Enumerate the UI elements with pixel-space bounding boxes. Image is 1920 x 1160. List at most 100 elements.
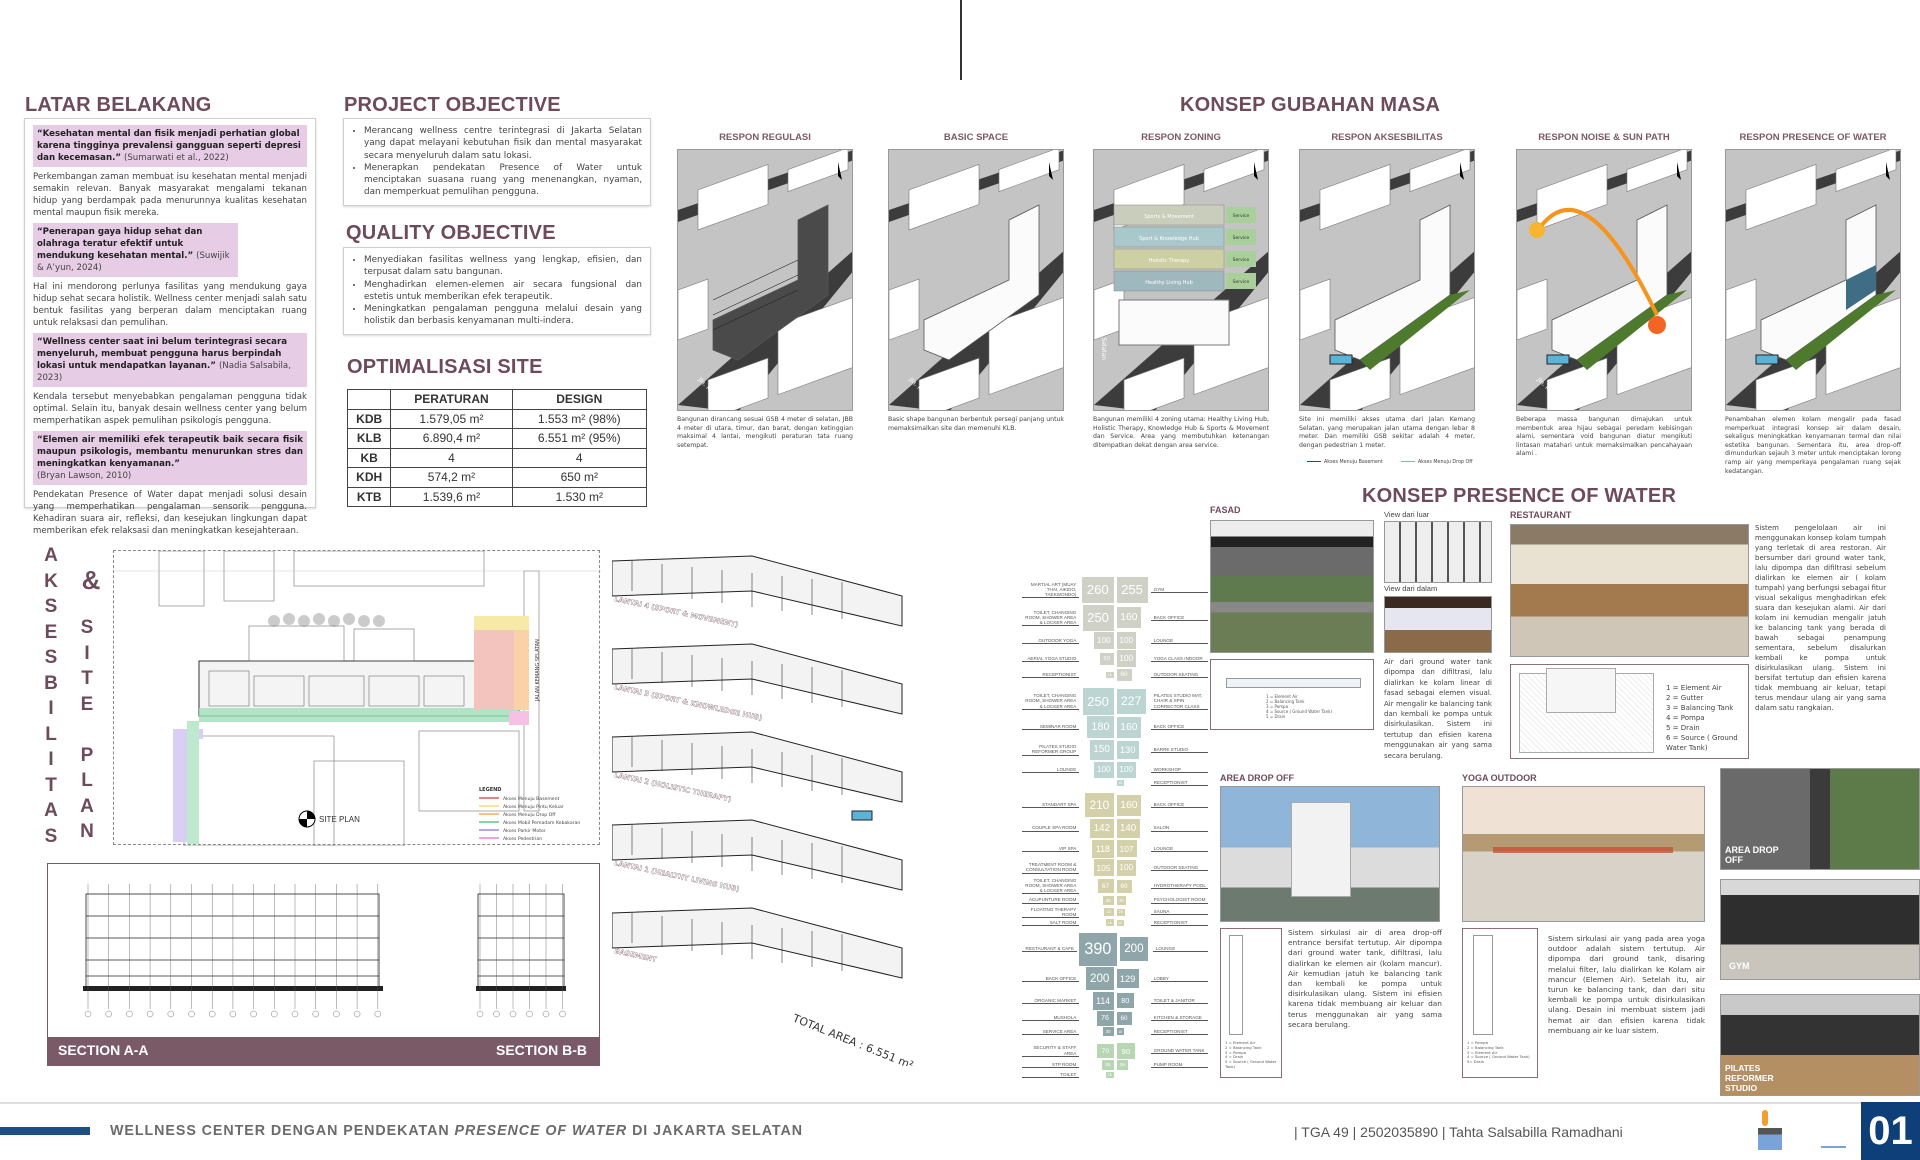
quote-cite: (Suwijik & A’yun, 2024) — [37, 251, 230, 273]
room-area-box: 35 — [1116, 1060, 1129, 1071]
diagram-legend-item: 1 = Element Air — [1225, 1040, 1256, 1045]
grid-bubble — [105, 1010, 112, 1018]
objective-item: Menerapkan pendekatan Presence of Water … — [364, 162, 642, 199]
room-box-wrap: 129 — [1115, 969, 1151, 989]
legend-item: Akses Menuju Basement — [1307, 460, 1383, 465]
massing-panel — [1299, 149, 1475, 411]
room-box-wrap: 107 — [1115, 840, 1151, 858]
quote-1: “Kesehatan mental dan fisik menjadi perh… — [33, 125, 307, 167]
sun-path-arrow — [1540, 207, 1659, 316]
room-box-wrap: 160 — [1115, 607, 1151, 629]
room-label: OUTDOOR SEATING — [1150, 672, 1208, 679]
legend-label: Akses Parkir Motor — [503, 828, 546, 834]
room-label: BACK OFFICE — [1150, 802, 1208, 809]
logo-underline — [1821, 1146, 1846, 1148]
room-area-box: 50 — [1099, 652, 1114, 665]
site-plan-drawing: JALAN KEMANG SELATAN SITE PLAN LEGEND Ak… — [114, 550, 601, 847]
view-luar-render — [1384, 521, 1492, 583]
room-area-box: 15 — [1105, 1071, 1114, 1079]
room-label: GYM — [1150, 587, 1208, 593]
floor-label: LANTAI 4 (SPORT & MOVEMENT) — [614, 595, 739, 629]
grid-bubble — [84, 1010, 92, 1018]
pool — [1546, 354, 1570, 365]
floor-slab — [611, 907, 903, 979]
room-area-box: 30 — [1102, 1027, 1114, 1037]
north-arrow-icon — [1886, 162, 1890, 180]
footer-title-part: DI JAKARTA SELATAN — [627, 1122, 804, 1139]
room-area-box: 160 — [1116, 607, 1142, 629]
view-luar-label: View dari luar — [1384, 510, 1430, 519]
room-area-box: 15 — [1116, 779, 1125, 787]
room-box-wrap: 15 — [1115, 1028, 1151, 1035]
title-letter: P — [80, 744, 94, 766]
room-area-box: 100 — [1116, 650, 1136, 668]
quality-objective-title: QUALITY OBJECTIVE — [346, 222, 556, 244]
legend-label: Akses Menuju Basement — [503, 796, 560, 802]
photo-dropoff: AREA DROP OFF — [1720, 768, 1920, 870]
service-label: Service — [1233, 279, 1250, 285]
exploded-axonometric: LANTAI 4 (SPORT & MOVEMENT)LANTAI 3 (SPO… — [611, 551, 1002, 1072]
room-label: TREATMENT ROOM & CONSULTATION ROOM — [1022, 862, 1080, 874]
room-box-wrap: 227 — [1115, 688, 1151, 714]
diagram-legend-item: 4 = Pompa — [1666, 714, 1705, 722]
room-label: LOUNGE — [1150, 638, 1208, 644]
room-box-wrap: 160 — [1115, 794, 1151, 816]
diagram-legend-item: 3 = Balancing Tank — [1666, 704, 1734, 712]
quality-objective-box: Menyediakan fasilitas wellness yang leng… — [343, 247, 651, 335]
diagram-legend-item: 4 = Source ( Ground Water Tank) — [1467, 1054, 1530, 1060]
room-area-box: 30 — [1102, 895, 1114, 905]
panel-title: RESPON AKSESBILITAS — [1331, 132, 1443, 143]
room-area-box: 67 — [1097, 879, 1114, 893]
room-box-wrap: 35 — [1079, 1060, 1115, 1071]
room-label: BACK OFFICE — [1150, 724, 1208, 731]
room-box-wrap: 250 — [1079, 604, 1115, 631]
zone-block — [1113, 248, 1225, 270]
arrow-icon — [1400, 460, 1415, 463]
room-box-wrap: 140 — [1115, 818, 1151, 839]
room-label: GROUND WATER TANK — [1150, 1048, 1208, 1055]
room-area-box: 15 — [1105, 919, 1114, 926]
legend-label: Akses Menuju Drop Off — [1417, 460, 1473, 465]
room-box-wrap: 142 — [1079, 818, 1115, 839]
floor-label: LANTAI 2 (HOLISTIC THERAPY) — [614, 771, 732, 804]
room-area-box: 200 — [1120, 937, 1148, 961]
room-box-wrap: 200 — [1119, 937, 1153, 961]
grid-bubble — [229, 1010, 237, 1018]
room-area-box: 118 — [1092, 839, 1114, 858]
room-label: BARRE STUDIO — [1150, 747, 1208, 754]
room-label: BACK OFFICE — [1150, 615, 1208, 621]
room-box-wrap: 90 — [1115, 1043, 1151, 1059]
floor-label: BASEMENT — [614, 947, 658, 964]
massing-panel: Jln. Kemang Selatan — [1516, 149, 1692, 411]
panel-title: BASIC SPACE — [943, 132, 1009, 143]
room-area-box: 100 — [1116, 632, 1136, 649]
room-box-wrap: 180 — [1079, 716, 1115, 739]
dropoff-render — [1220, 786, 1440, 922]
room-area-box: 160 — [1116, 794, 1142, 816]
room-box-wrap: 15 — [1079, 919, 1115, 926]
title-letter: S — [44, 596, 58, 617]
room-area-box: 130 — [1116, 740, 1139, 760]
table-cell: KB — [346, 447, 392, 468]
footer-accent-bar — [0, 1127, 90, 1135]
diagram-legend-item: 5 = Source ( Ground Water Tank) — [1225, 1059, 1277, 1069]
table-cell: 4 — [511, 447, 648, 468]
quality-objective-list: Menyediakan fasilitas wellness yang leng… — [344, 248, 650, 334]
service-block — [1226, 207, 1256, 223]
room-label: PILATES STUDIO REFORMER GROUP — [1022, 744, 1080, 756]
axo-floor: LANTAI 4 (SPORT & MOVEMENT) — [611, 555, 903, 629]
room-area-box: 390 — [1078, 932, 1118, 966]
room-box-wrap: 100 — [1115, 859, 1151, 877]
building-mass — [923, 204, 1040, 361]
table-cell: KDH — [346, 467, 392, 488]
quote-text: “Elemen air memiliki efek terapeutik bai… — [37, 435, 303, 469]
diagram-legend-item: 4 = Drain — [1225, 1054, 1244, 1060]
